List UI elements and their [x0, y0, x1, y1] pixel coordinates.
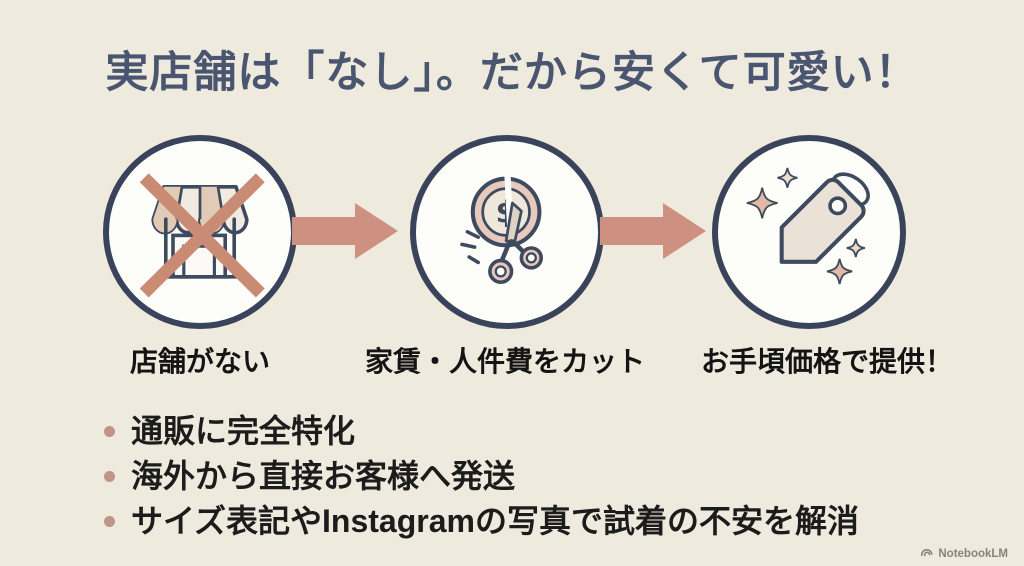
watermark: NotebookLM — [920, 547, 1008, 560]
step-1-label: 店舗がない — [129, 346, 271, 377]
step-2-label: 家賃・人件費をカット — [364, 346, 646, 377]
step-3-label: お手頃価格で提供！ — [700, 346, 954, 377]
step-1-circle — [103, 135, 297, 329]
list-item: サイズ表記やInstagramの写真で試着の不安を解消 — [104, 499, 859, 544]
bullet-list: 通販に完全特化 海外から直接お客様へ発送 サイズ表記やInstagramの写真で… — [104, 409, 859, 544]
watermark-label: NotebookLM — [938, 547, 1008, 560]
notebooklm-logo-icon — [920, 547, 933, 560]
no-storefront-icon — [110, 140, 290, 325]
bullet-text: サイズ表記やInstagramの写真で試着の不安を解消 — [131, 503, 859, 539]
right-arrow-icon — [292, 201, 400, 261]
bullet-dot-icon — [104, 516, 115, 527]
bullet-text: 通販に完全特化 — [131, 413, 356, 449]
step-2-circle: $ — [410, 135, 604, 329]
list-item: 通販に完全特化 — [104, 409, 859, 454]
bullet-dot-icon — [104, 426, 115, 437]
step-3-circle — [712, 135, 906, 329]
bullet-text: 海外から直接お客様へ発送 — [131, 458, 516, 494]
scissors-cutting-coin-icon: $ — [417, 140, 597, 325]
list-item: 海外から直接お客様へ発送 — [104, 454, 859, 499]
bullet-dot-icon — [104, 471, 115, 482]
slide-title: 実店舗は「なし」。だから安くて可愛い！ — [105, 49, 919, 97]
price-tag-sparkle-icon — [719, 140, 899, 325]
right-arrow-icon — [600, 201, 708, 261]
